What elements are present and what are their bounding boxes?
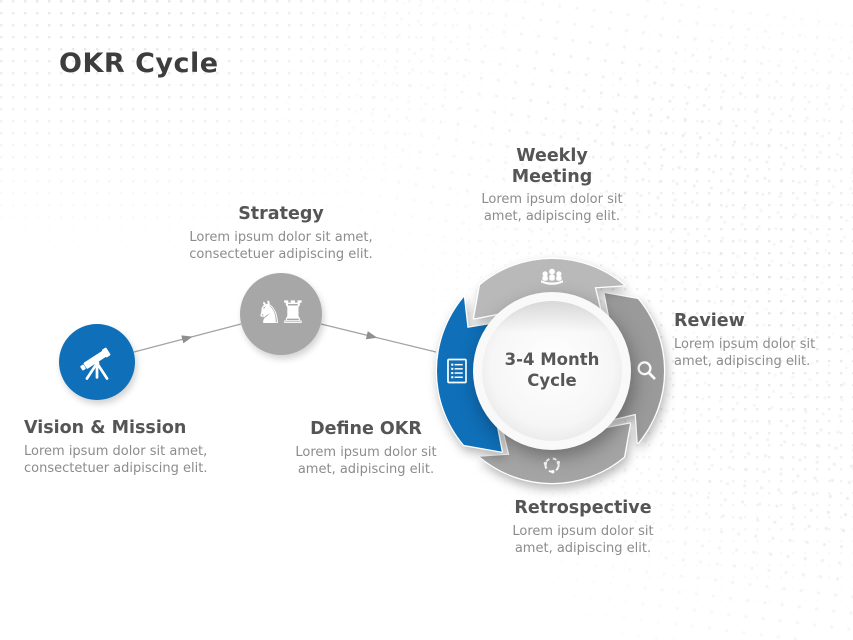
step-weekly-meeting: Weekly Meeting Lorem ipsum dolor sit ame… [452, 146, 652, 226]
step-heading: Strategy [238, 204, 324, 224]
chess-strategy-icon: ♞♜ [255, 294, 307, 331]
step-heading: Vision & Mission [24, 418, 187, 438]
vision-mission-circle [59, 324, 135, 400]
step-heading: Define OKR [310, 419, 422, 439]
step-review: Review Lorem ipsum dolor sit amet, adipi… [674, 311, 849, 370]
step-vision-mission: Vision & Mission Lorem ipsum dolor sit a… [24, 418, 239, 477]
step-body: Lorem ipsum dolor sit amet, adipiscing e… [674, 336, 816, 369]
strategy-circle: ♞♜ [240, 273, 322, 355]
step-body: Lorem ipsum dolor sit amet, adipiscing e… [481, 192, 623, 225]
step-strategy: Strategy Lorem ipsum dolor sit amet, con… [181, 204, 381, 263]
step-retrospective: Retrospective Lorem ipsum dolor sit amet… [483, 498, 683, 557]
step-heading: Retrospective [514, 498, 652, 518]
step-heading: Review [674, 311, 745, 331]
cycle-center-label: 3-4 Month Cycle [504, 350, 600, 391]
step-body: Lorem ipsum dolor sit amet, consectetuer… [189, 229, 373, 262]
page-title: OKR Cycle [59, 48, 219, 79]
step-define-okr: Define OKR Lorem ipsum dolor sit amet, a… [293, 419, 439, 478]
step-body: Lorem ipsum dolor sit amet, consectetuer… [24, 443, 208, 476]
arrow-vision-to-strategy [133, 323, 242, 353]
telescope-icon [80, 347, 111, 380]
step-body: Lorem ipsum dolor sit amet, adipiscing e… [295, 444, 437, 477]
step-heading: Weekly Meeting [511, 146, 593, 187]
step-body: Lorem ipsum dolor sit amet, adipiscing e… [512, 523, 654, 556]
